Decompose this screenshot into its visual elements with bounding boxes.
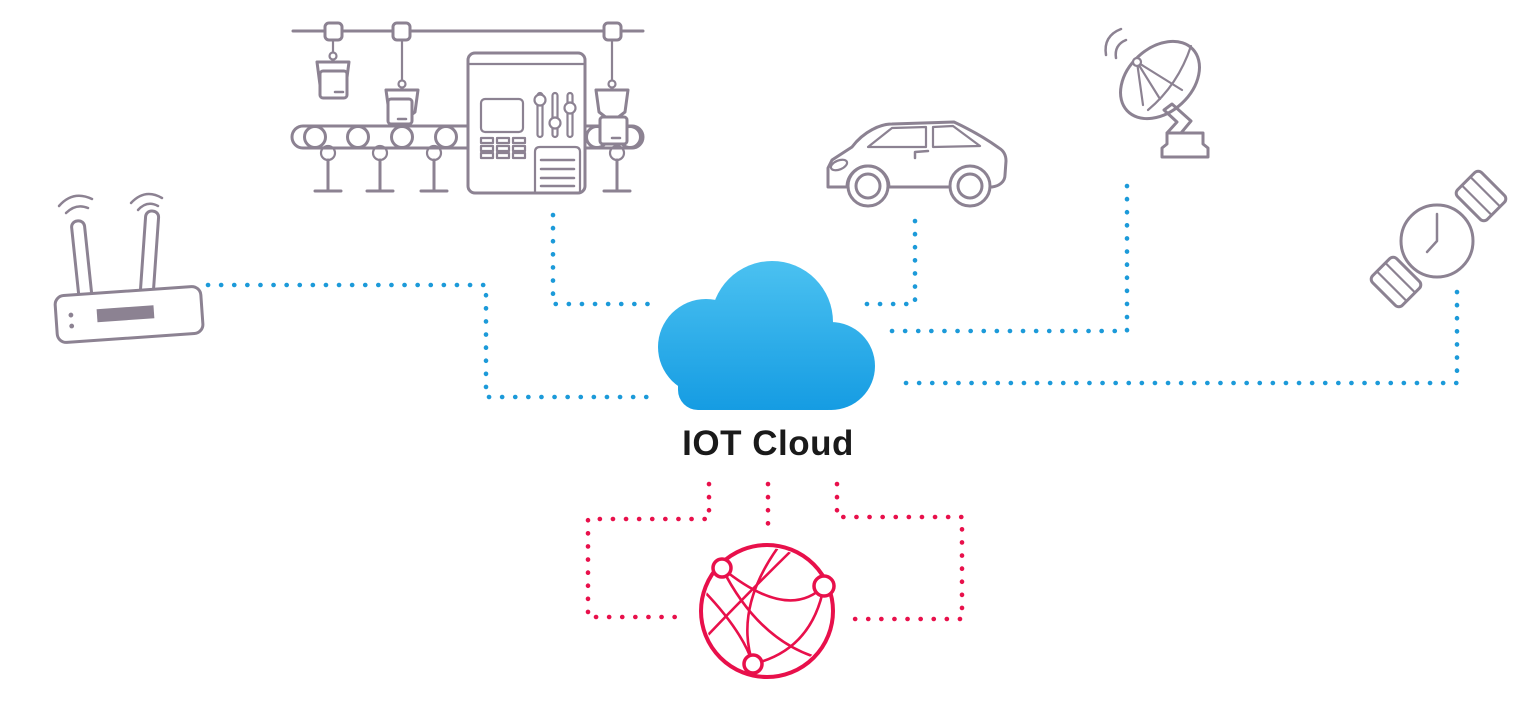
global-network-icon: [699, 543, 836, 679]
connector-watch-cloud: [894, 289, 1460, 386]
connector-router-cloud: [205, 282, 656, 400]
connector-car-cloud: [859, 218, 918, 307]
factory-conveyor-icon: [290, 21, 645, 195]
cloud-label: IOT Cloud: [682, 424, 854, 463]
connector-satellite-cloud: [881, 183, 1130, 334]
car-icon: [826, 120, 1008, 208]
connector-cloud-globe-right: [834, 481, 965, 622]
connector-factory-cloud: [550, 212, 660, 307]
cloud-icon: [658, 261, 875, 410]
smartwatch-icon: [1369, 169, 1508, 309]
blue-dotted-connectors: [205, 183, 1460, 400]
satellite-dish-icon: [1104, 27, 1210, 159]
red-dotted-connectors: [585, 481, 965, 622]
wifi-router-icon: [53, 192, 205, 344]
connector-cloud-globe-left: [585, 481, 712, 620]
